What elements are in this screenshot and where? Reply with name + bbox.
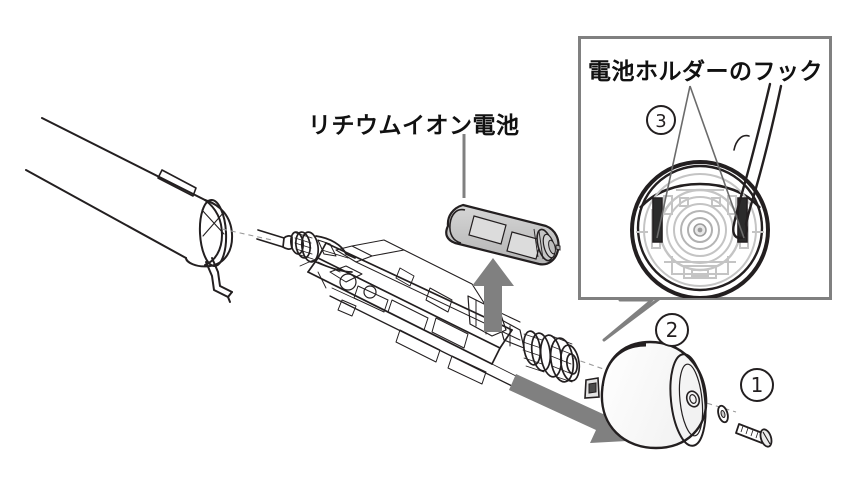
- housing-clip-hook: [205, 257, 233, 303]
- callout-3: 3: [646, 105, 676, 135]
- svg-text:1: 1: [751, 373, 764, 397]
- screw: [735, 423, 773, 448]
- battery-holder-hook-left: [652, 197, 663, 243]
- assembly-axis-line: [221, 228, 737, 413]
- inset-callout-tail: [602, 296, 662, 342]
- battery-insert-arrow: [472, 258, 514, 332]
- callout-2: 2: [655, 313, 689, 347]
- internal-chassis: [256, 229, 581, 387]
- tool-tip: [732, 82, 783, 240]
- hook-leader-lines: [656, 85, 745, 239]
- battery-label: リチウムイオン電池: [308, 113, 520, 139]
- svg-text:3: 3: [655, 111, 666, 132]
- lithium-ion-battery: [445, 203, 561, 266]
- outer-housing-tube: [25, 117, 234, 268]
- hook-label: 電池ホルダーのフック: [588, 59, 823, 85]
- battery-holder-hook-right: [737, 197, 748, 243]
- washer: [717, 404, 729, 424]
- callout-1: 1: [740, 368, 774, 402]
- svg-text:2: 2: [666, 318, 679, 342]
